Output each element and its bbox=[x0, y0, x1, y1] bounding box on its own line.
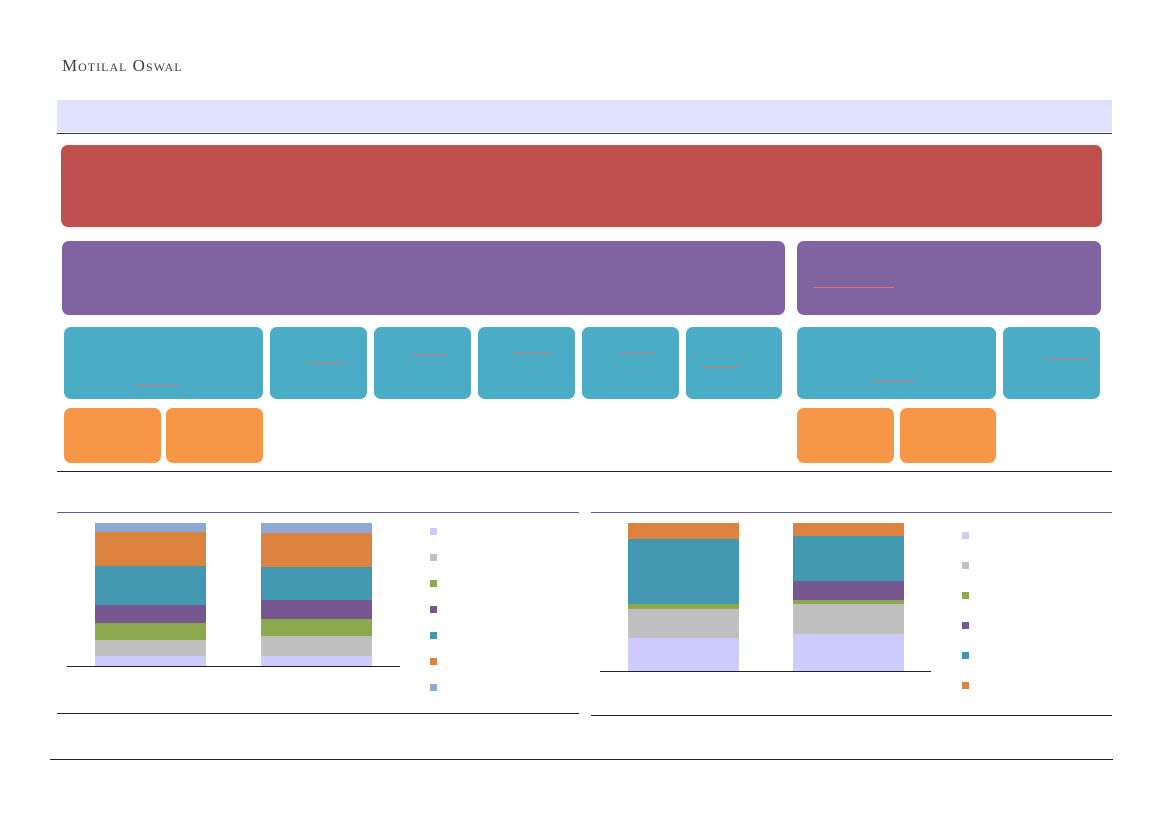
left-chart-top-rule bbox=[57, 512, 579, 513]
chart-bar-segment bbox=[261, 533, 372, 568]
tier4-box-1 bbox=[64, 408, 161, 463]
link-underline bbox=[513, 353, 551, 354]
legend-swatch bbox=[430, 528, 437, 535]
chart-bar-segment bbox=[261, 567, 372, 601]
chart-bar-column bbox=[95, 523, 206, 666]
chart-bar-segment bbox=[793, 634, 904, 671]
chart-bar-segment bbox=[793, 604, 904, 634]
chart-bar-segment bbox=[793, 599, 904, 605]
legend-swatch bbox=[962, 682, 969, 689]
chart-bar-segment bbox=[793, 523, 904, 537]
link-underline bbox=[814, 287, 894, 288]
chart-bar-segment bbox=[628, 539, 739, 605]
chart-bar-column bbox=[793, 523, 904, 671]
legend-swatch bbox=[430, 554, 437, 561]
legend-swatch bbox=[962, 652, 969, 659]
chart-bar-segment bbox=[628, 604, 739, 609]
chart-bar-segment bbox=[95, 531, 206, 566]
tier3-box-8 bbox=[1003, 327, 1100, 399]
legend-swatch bbox=[430, 658, 437, 665]
tier3-box-1 bbox=[64, 327, 263, 399]
tier1-box bbox=[61, 145, 1102, 227]
tier3-box-5 bbox=[582, 327, 679, 399]
title-rule bbox=[57, 133, 1112, 134]
section-divider bbox=[57, 471, 1112, 472]
link-underline bbox=[411, 355, 447, 356]
legend-swatch bbox=[962, 562, 969, 569]
tier3-box-6 bbox=[686, 327, 782, 399]
chart-x-axis bbox=[600, 671, 931, 672]
legend-swatch bbox=[430, 684, 437, 691]
tier3-box-2 bbox=[270, 327, 367, 399]
chart-bar-segment bbox=[95, 640, 206, 656]
chart-bar-segment bbox=[261, 635, 372, 656]
tier2-box-left bbox=[62, 241, 785, 315]
link-underline bbox=[871, 381, 915, 382]
link-underline bbox=[619, 353, 655, 354]
chart-bar-column bbox=[261, 523, 372, 666]
legend-swatch bbox=[430, 606, 437, 613]
chart-x-axis bbox=[67, 666, 400, 667]
right-chart-top-rule bbox=[591, 512, 1112, 513]
chart-bar-segment bbox=[261, 656, 372, 666]
title-band bbox=[57, 100, 1112, 132]
tier4-box-4 bbox=[900, 408, 996, 463]
chart-bar-segment bbox=[261, 618, 372, 636]
tier3-box-3 bbox=[374, 327, 471, 399]
brand-logo: Motilal Oswal bbox=[62, 56, 183, 75]
footer-rule bbox=[50, 759, 1113, 760]
legend-swatch bbox=[962, 622, 969, 629]
left-chart-bottom-rule bbox=[57, 713, 579, 714]
legend-swatch bbox=[962, 532, 969, 539]
legend-swatch bbox=[962, 592, 969, 599]
chart-bar-segment bbox=[793, 536, 904, 581]
tier3-box-7 bbox=[797, 327, 996, 399]
tier4-box-3 bbox=[797, 408, 894, 463]
chart-bar-segment bbox=[793, 580, 904, 600]
chart-bar-segment bbox=[628, 523, 739, 540]
chart-bar-segment bbox=[261, 523, 372, 534]
link-underline bbox=[1043, 359, 1089, 360]
chart-legend bbox=[430, 528, 440, 698]
legend-swatch bbox=[430, 580, 437, 587]
right-chart-bottom-rule bbox=[591, 715, 1112, 716]
chart-bar-segment bbox=[95, 604, 206, 624]
tier3-box-4 bbox=[478, 327, 575, 399]
link-underline bbox=[307, 362, 345, 363]
chart-legend bbox=[962, 532, 972, 702]
link-underline bbox=[702, 367, 740, 368]
chart-bar-segment bbox=[95, 656, 206, 666]
chart-bar-segment bbox=[95, 623, 206, 641]
chart-bar-column bbox=[628, 523, 739, 671]
chart-bar-segment bbox=[628, 608, 739, 639]
tier2-box-right bbox=[797, 241, 1101, 315]
chart-bar-segment bbox=[95, 565, 206, 605]
chart-bar-segment bbox=[95, 523, 206, 532]
chart-bar-segment bbox=[261, 600, 372, 619]
tier4-box-2 bbox=[166, 408, 263, 463]
legend-swatch bbox=[430, 632, 437, 639]
chart-bar-segment bbox=[628, 638, 739, 671]
link-underline bbox=[136, 385, 180, 386]
